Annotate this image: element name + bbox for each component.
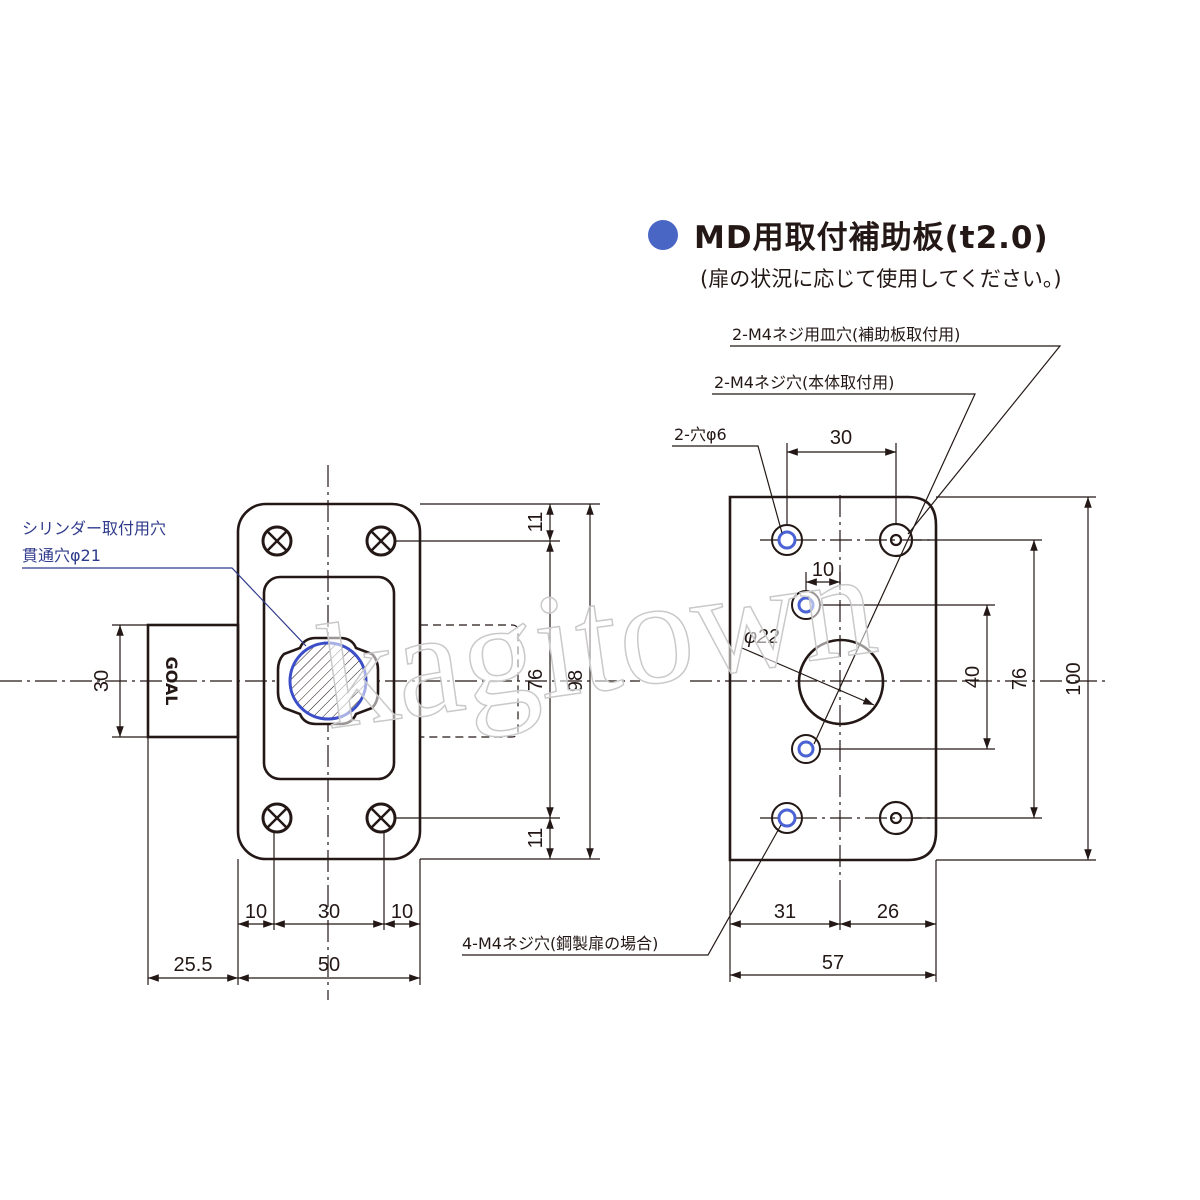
leader-hole6 (672, 445, 783, 534)
dim-label-bottom-margin: 11 (525, 828, 547, 849)
dim-label-body-width: 50 (318, 954, 340, 976)
left-view: GOAL シリンダー取付用穴 貫通穴φ21 30 11 76 11 98 10 (0, 465, 640, 1000)
bullet-dot-icon (648, 219, 678, 250)
dim-label-inner-pitch: 40 (962, 666, 984, 688)
dim-label-inner-height: 76 (525, 669, 547, 691)
label-steel-door: 4-M4ネジ穴(鋼製扉の場合) (462, 934, 658, 953)
dim-label-top-margin: 11 (525, 512, 547, 533)
dim-label-bolt-height: 30 (91, 670, 113, 692)
title-row: MD用取付補助板(t2.0) (648, 212, 1062, 257)
cylinder-hatch (288, 641, 368, 721)
leader-steel-door (462, 824, 782, 956)
dim-label-total-height: 98 (565, 670, 587, 692)
cylinder-callout-line1: シリンダー取付用穴 (22, 519, 166, 538)
cylinder-leader (22, 567, 307, 647)
dim-label-plate-width: 57 (822, 952, 844, 974)
body-screw-hole-top (791, 590, 821, 620)
watermark: kagitown (309, 519, 885, 761)
dim-label-outer-pitch: 76 (1009, 668, 1031, 690)
section-title: MD用取付補助板(t2.0) (694, 220, 1049, 256)
screw-top-left (261, 525, 293, 557)
dim-label-left-edge: 10 (245, 901, 267, 923)
through-hole-22 (797, 638, 885, 726)
dim-label-hole-pitch: 30 (830, 427, 852, 449)
screw-top-right (365, 525, 397, 557)
hole-phi6-bottom (771, 802, 803, 834)
cylinder-window (262, 575, 396, 781)
dim-label-left-part: 31 (774, 901, 796, 923)
mounting-plate-outline (728, 495, 938, 862)
screw-bottom-right (365, 802, 397, 834)
hole-phi6-top (771, 524, 803, 556)
leader-body-screw (712, 393, 976, 745)
dim-label-right-part: 26 (877, 901, 899, 923)
leader-phi22 (741, 647, 875, 706)
screw-bottom-left (261, 802, 293, 834)
dim-label-big-hole: φ22 (744, 626, 779, 648)
leader-countersunk (730, 345, 1062, 535)
dim-label-protrusion: 25.5 (174, 954, 213, 976)
label-hole6: 2-穴φ6 (674, 425, 727, 444)
section-header: MD用取付補助板(t2.0) (扉の状況に応じて使用してください。) (648, 212, 1062, 293)
label-countersunk: 2-M4ネジ用皿穴(補助板取付用) (732, 325, 960, 344)
dim-label-offset: 10 (812, 559, 834, 581)
label-body-screw: 2-M4ネジ穴(本体取付用) (714, 373, 894, 392)
cylinder-callout-line2: 貫通穴φ21 (22, 546, 101, 565)
dim-label-right-edge: 10 (391, 901, 413, 923)
dim-label-plate-height: 100 (1063, 662, 1085, 695)
goal-logo: GOAL (162, 657, 181, 706)
section-subtitle: (扉の状況に応じて使用してください。) (700, 267, 1062, 291)
dim-label-center: 30 (318, 901, 340, 923)
right-view: 2-M4ネジ用皿穴(補助板取付用) 2-M4ネジ穴(本体取付用) 2-穴φ6 4… (462, 325, 1110, 982)
lock-body-outline (236, 502, 422, 861)
bolt-slot-hidden (420, 624, 519, 738)
